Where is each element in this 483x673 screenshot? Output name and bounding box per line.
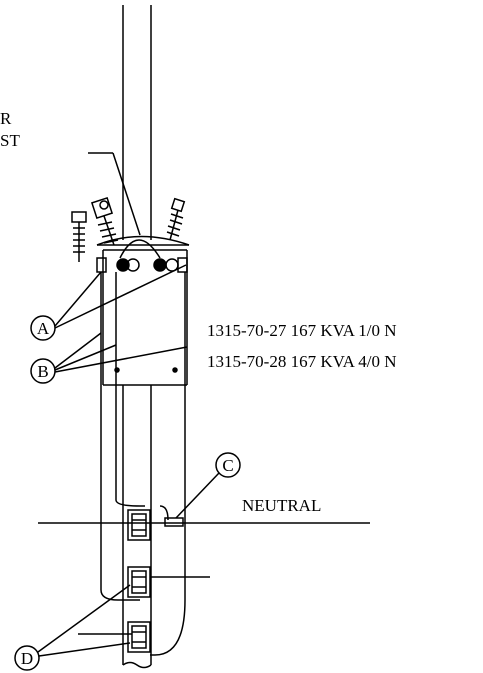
- top-label-line2: ST: [0, 131, 20, 150]
- bushing-middle: [90, 196, 119, 246]
- connector-upper: [127, 509, 151, 541]
- top-label-line1: R: [0, 109, 12, 128]
- neutral-line: [38, 517, 370, 527]
- callout-d: D: [20, 649, 34, 668]
- callout-a: A: [36, 319, 50, 338]
- callout-leader-c: [175, 472, 220, 519]
- transformer-lid: [96, 235, 190, 259]
- spec-label-2: 1315-70-28 167 KVA 4/0 N: [207, 352, 397, 371]
- callout-circle-c: [215, 452, 241, 478]
- bushing-right: [166, 197, 186, 241]
- callout-circle-b: [30, 358, 56, 384]
- neutral-label: NEUTRAL: [242, 496, 322, 515]
- callout-c: C: [222, 456, 234, 475]
- lower-pole: [122, 385, 152, 669]
- top-label-leader: [88, 152, 141, 236]
- callout-leaders-d: [37, 584, 131, 657]
- callout-circle-d: [14, 645, 40, 671]
- upper-pole: [122, 5, 152, 240]
- spec-label-1: 1315-70-27 167 KVA 1/0 N: [207, 321, 397, 340]
- secondary-leads: [100, 272, 186, 656]
- callout-b: B: [37, 362, 49, 381]
- secondary-terminals: [96, 257, 188, 273]
- connector-lower: [127, 621, 151, 653]
- callout-leaders-b: [54, 332, 188, 373]
- connector-middle: [127, 566, 151, 598]
- bushing-left: [71, 211, 87, 262]
- callout-leaders-a: [54, 264, 187, 329]
